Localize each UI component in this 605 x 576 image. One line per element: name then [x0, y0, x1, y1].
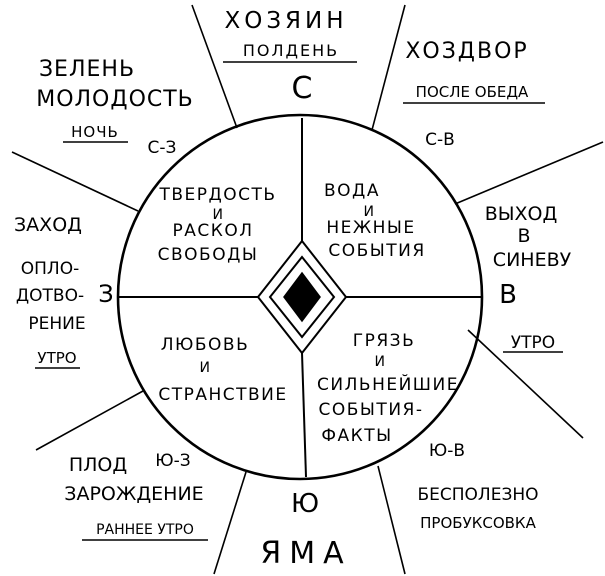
sector-southeast: БЕСПОЛЕЗНО ПРОБУКСОВКА	[417, 485, 538, 532]
quadrant-top-right-line-1: ВОДА	[324, 181, 380, 201]
direction-southwest: Ю-З	[155, 451, 190, 471]
sector-south-title: ЯМА	[260, 536, 351, 571]
divider-bottom	[301, 352, 307, 478]
sector-northwest-title-line-2: МОЛОДОСТЬ	[36, 87, 194, 112]
sector-southeast-title-line-1: БЕСПОЛЕЗНО	[417, 485, 538, 505]
direction-northwest: С-З	[148, 138, 177, 158]
sector-southwest: ПЛОД ЗАРОЖДЕНИЕ РАННЕЕ УТРО	[64, 454, 208, 541]
sector-west-title-line-1: ЗАХОД	[14, 214, 82, 236]
sector-northwest: ЗЕЛЕНЬ МОЛОДОСТЬ НОЧЬ	[36, 57, 194, 143]
sector-east-title-line-3: СИНЕВУ	[493, 249, 572, 271]
sector-west-title-line-4: РЕНИЕ	[28, 314, 85, 334]
sector-south: ЯМА	[260, 536, 351, 571]
center-diamond	[256, 239, 348, 355]
quadrant-bottom-right-line-1: ГРЯЗЬ	[353, 331, 416, 351]
radial-line-ssw	[213, 471, 247, 575]
direction-southeast: Ю-В	[429, 441, 465, 461]
inner-diamond	[283, 271, 321, 323]
quadrant-top-right-line-3: НЕЖНЫЕ	[326, 218, 415, 238]
quadrant-top-right-line-2: И	[364, 204, 375, 220]
radial-lines	[11, 4, 604, 575]
quadrant-top-right-line-4: СОБЫТИЯ	[328, 241, 425, 261]
sector-east-title-line-1: ВЫХОД	[485, 203, 558, 225]
quadrant-bottom-left-line-2: И	[200, 360, 211, 376]
sector-east-time: УТРО	[511, 333, 555, 353]
sector-southwest-title-line-2: ЗАРОЖДЕНИЕ	[64, 483, 203, 505]
quadrant-bottom-left-line-1: ЛЮБОВЬ	[161, 335, 250, 355]
direction-west: З	[98, 280, 113, 308]
sector-north: ХОЗЯИН ПОЛДЕНЬ	[223, 8, 357, 63]
sector-west-title-line-2: ОПЛО-	[21, 259, 79, 279]
sector-northwest-title-line-1: ЗЕЛЕНЬ	[39, 57, 135, 82]
sector-west: ЗАХОД ОПЛО- ДОТВО- РЕНИЕ УТРО	[14, 214, 86, 369]
quadrant-bottom-right-line-3: СИЛЬНЕЙШИЕ	[317, 373, 459, 395]
sector-northeast: ХОЗДВОР ПОСЛЕ ОБЕДА	[403, 39, 545, 104]
radial-line-nne	[371, 4, 406, 131]
quadrant-top-left-line-1: ТВЕРДОСТЬ	[158, 185, 276, 205]
quadrant-bottom-right-line-2: И	[375, 354, 386, 370]
sector-northeast-time: ПОСЛЕ ОБЕДА	[416, 83, 529, 101]
sector-west-title-line-3: ДОТВО-	[16, 286, 84, 306]
sector-east-title-line-2: В	[517, 225, 530, 247]
radial-line-ne	[454, 141, 604, 205]
sector-northeast-title: ХОЗДВОР	[405, 39, 528, 64]
quadrant-texts: ТВЕРДОСТЬ И РАСКОЛ СВОБОДЫ ВОДА И НЕЖНЫЕ…	[158, 181, 459, 446]
sector-north-time: ПОЛДЕНЬ	[243, 41, 339, 60]
sector-southwest-time: РАННЕЕ УТРО	[96, 522, 194, 538]
radial-line-ene	[467, 329, 584, 439]
quadrant-bottom-right-line-4: СОБЫТИЯ-	[319, 400, 424, 420]
sector-southwest-title-line-1: ПЛОД	[69, 454, 127, 476]
quadrant-dividers	[118, 118, 482, 478]
quadrant-top-left-line-4: СВОБОДЫ	[158, 245, 259, 265]
quadrant-bottom-right-line-5: ФАКТЫ	[321, 426, 392, 446]
quadrant-bottom-left-line-3: СТРАНСТВИЕ	[158, 385, 287, 405]
quadrant-top-left-line-2: И	[213, 207, 224, 223]
direction-labels: С С-В В Ю-В Ю Ю-З З С-З	[98, 71, 517, 519]
sector-west-time: УТРО	[37, 349, 76, 367]
radial-line-sse	[377, 465, 406, 575]
quadrant-top-left-line-3: РАСКОЛ	[173, 221, 254, 241]
radial-line-nw	[11, 151, 139, 212]
direction-north: С	[292, 71, 313, 106]
sector-east: ВЫХОД В СИНЕВУ УТРО	[485, 203, 572, 353]
radial-line-nnw	[191, 4, 238, 129]
sector-north-title: ХОЗЯИН	[224, 8, 347, 34]
sector-southeast-title-line-2: ПРОБУКСОВКА	[420, 514, 536, 532]
direction-south: Ю	[291, 489, 319, 519]
direction-east: В	[499, 280, 517, 310]
sector-northwest-time: НОЧЬ	[71, 123, 119, 141]
direction-northeast: С-В	[425, 130, 455, 150]
radial-line-sw	[35, 390, 144, 451]
